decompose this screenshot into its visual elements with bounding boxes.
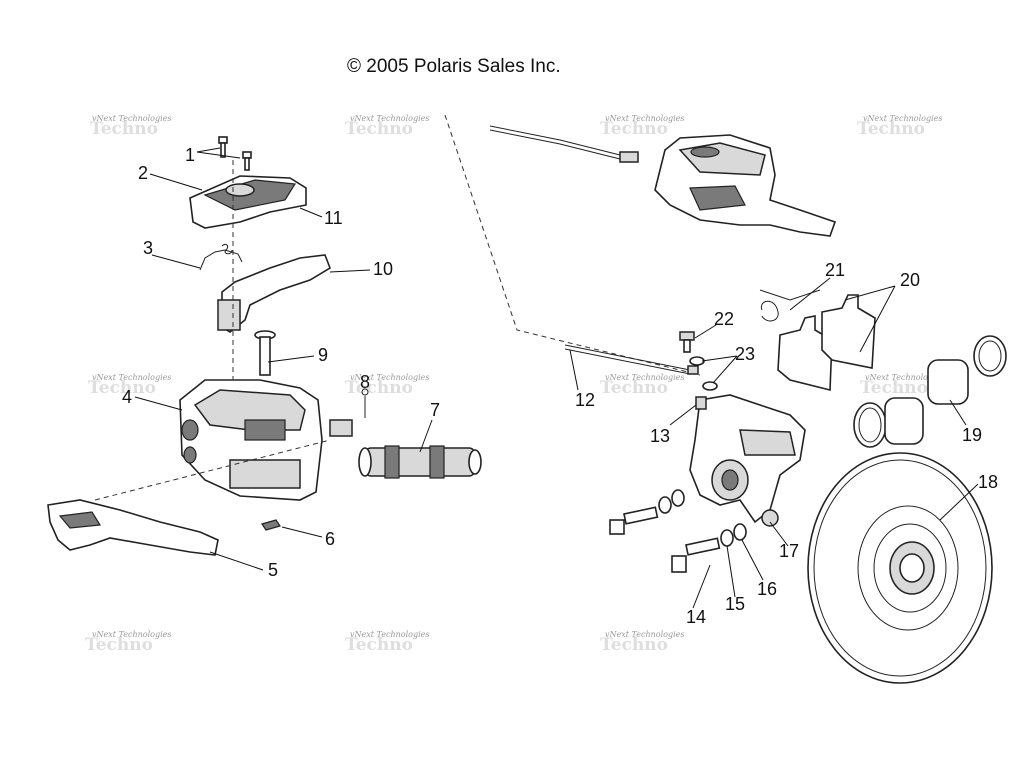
caliper-body-part-17 [689,394,806,527]
svg-text:Techno: Techno [85,635,153,655]
reservoir-cover-part-2 [189,175,307,229]
svg-text:Techno: Techno [600,119,668,139]
callout-6: 6 [325,529,335,549]
washer-part-15 [720,529,734,547]
brake-line-part-12 [564,344,699,375]
svg-text:vNext Technologies: vNext Technologies [92,630,171,639]
brake-pads-part-20 [777,294,876,392]
callout-10: 10 [373,259,393,279]
callout-22: 22 [714,309,734,329]
svg-text:vNext Technologies: vNext Technologies [92,373,171,382]
pad-pin-clip-part-21 [759,289,821,322]
svg-text:vNext Technologies: vNext Technologies [605,373,684,382]
callout-labels: 1 2 3 4 5 6 7 8 9 10 11 12 13 14 15 16 1… [122,145,998,627]
callout-12: 12 [575,390,595,410]
callout-11: 11 [324,208,343,228]
piston-part-7 [358,445,482,479]
brake-disc-part-18 [807,452,993,684]
callout-16: 16 [757,579,777,599]
svg-text:vNext Technologies: vNext Technologies [350,630,429,639]
copyright-text: © 2005 Polaris Sales Inc. [347,56,561,77]
callout-2: 2 [138,163,148,183]
banjo-bolt-part-22 [679,331,695,353]
mounting-bolt-upper [609,489,685,535]
callout-4: 4 [122,387,132,407]
callout-17: 17 [779,541,799,561]
callout-21: 21 [825,260,845,280]
washers-part-23 [689,356,718,391]
callout-14: 14 [686,607,706,627]
callout-23: 23 [735,344,755,364]
svg-text:vNext Technologies: vNext Technologies [863,114,942,123]
svg-text:vNext Technologies: vNext Technologies [605,114,684,123]
clip-part-6 [261,519,281,531]
master-cylinder-body-part-4 [179,379,323,501]
callout-5: 5 [268,560,278,580]
svg-text:Techno: Techno [90,119,158,139]
leader-lines [134,147,979,609]
master-cylinder-assembled [489,125,837,237]
callout-8: 8 [360,372,370,392]
svg-text:vNext Technologies: vNext Technologies [865,373,944,382]
callout-18: 18 [978,472,998,492]
washer-part-16 [733,523,747,541]
svg-text:Techno: Techno [345,635,413,655]
callout-1: 1 [185,145,195,165]
bracket-part-8 [329,388,369,437]
svg-text:vNext Technologies: vNext Technologies [605,630,684,639]
callout-20: 20 [900,270,920,290]
mounting-bolt-part-14 [671,537,721,573]
pin-part-9 [254,330,276,376]
svg-text:Techno: Techno [600,378,668,398]
callout-19: 19 [962,425,982,445]
callout-15: 15 [725,594,745,614]
callout-9: 9 [318,345,328,365]
svg-text:Techno: Techno [345,119,413,139]
svg-text:vNext Technologies: vNext Technologies [92,114,171,123]
svg-text:Techno: Techno [600,635,668,655]
brake-lever-part-5 [47,499,219,556]
svg-text:Techno: Techno [860,378,928,398]
callout-7: 7 [430,400,440,420]
screws-part-1 [218,136,252,171]
lever-arm-part-10 [217,254,331,333]
callout-13: 13 [650,426,670,446]
svg-text:Techno: Techno [88,378,156,398]
spring-part-3 [199,243,243,271]
callout-3: 3 [143,238,153,258]
bleeder-part-13 [695,396,707,410]
svg-text:vNext Technologies: vNext Technologies [350,373,429,382]
svg-text:Techno: Techno [857,119,925,139]
svg-text:vNext Technologies: vNext Technologies [350,114,429,123]
caliper-pistons-part-19 [853,335,1007,448]
